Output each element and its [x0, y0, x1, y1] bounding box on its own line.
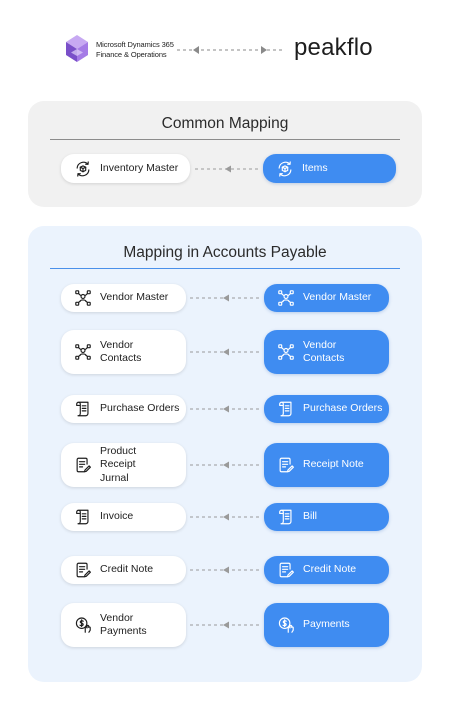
- erp-entity-vendor-payments: Vendor Payments: [61, 603, 186, 647]
- erp-name-line2: Finance & Operations: [96, 49, 167, 59]
- entity-label: Vendor Contacts: [100, 338, 142, 365]
- mapping-connector: [190, 348, 261, 356]
- mapping-connector: [190, 294, 261, 302]
- erp-entity-inventory-master: Inventory Master: [61, 154, 190, 183]
- peakflo-entity-credit-note: Credit Note: [264, 556, 389, 584]
- mapping-connector: [190, 566, 261, 574]
- mapping-connector: [190, 513, 261, 521]
- entity-label: Inventory Master: [100, 161, 179, 174]
- peakflo-logo: peakflo: [294, 34, 373, 61]
- entity-label: Purchase Orders: [303, 402, 383, 415]
- peakflo-entity-purchase-orders: Purchase Orders: [264, 395, 389, 423]
- entity-label: Product Receipt Jurnal: [100, 444, 137, 484]
- entity-label: Payments: [303, 618, 350, 631]
- entity-label: Receipt Note: [303, 458, 364, 471]
- entity-label: Bill: [303, 510, 318, 523]
- entity-label: Vendor Contacts: [303, 338, 345, 365]
- mapping-connector: [190, 461, 261, 469]
- erp-entity-vendor-master: Vendor Master: [61, 284, 186, 312]
- mapping-connector: [195, 165, 260, 172]
- entity-label: Purchase Orders: [100, 402, 180, 415]
- entity-label: Credit Note: [100, 563, 154, 576]
- mapping-connector: [190, 621, 261, 629]
- vendor-network-icon: [74, 289, 92, 307]
- scroll-document-icon: [277, 508, 295, 526]
- cube-sync-icon: [74, 160, 92, 178]
- document-edit-icon: [74, 456, 92, 474]
- accounts-payable-divider: [50, 268, 400, 269]
- entity-label: Vendor Master: [303, 291, 372, 304]
- cube-sync-icon: [276, 160, 294, 178]
- document-edit-icon: [277, 561, 295, 579]
- peakflo-entity-items: Items: [263, 154, 396, 183]
- vendor-network-icon: [277, 343, 295, 361]
- peakflo-entity-vendor-contacts: Vendor Contacts: [264, 330, 389, 374]
- scroll-document-icon: [277, 400, 295, 418]
- entity-label: Vendor Master: [100, 291, 169, 304]
- scroll-document-icon: [74, 400, 92, 418]
- peakflo-entity-payments: Payments: [264, 603, 389, 647]
- scroll-document-icon: [74, 508, 92, 526]
- erp-entity-vendor-contacts: Vendor Contacts: [61, 330, 186, 374]
- entity-label: Items: [302, 161, 328, 174]
- vendor-network-icon: [277, 289, 295, 307]
- erp-entity-product-receipt-jurnal: Product Receipt Jurnal: [61, 443, 186, 487]
- erp-entity-invoice: Invoice: [61, 503, 186, 531]
- erp-name-line1: Microsoft Dynamics 365: [96, 40, 174, 49]
- entity-label: Invoice: [100, 510, 134, 523]
- entity-label: Credit Note: [303, 563, 357, 576]
- peakflo-entity-bill: Bill: [264, 503, 389, 531]
- peakflo-entity-receipt-note: Receipt Note: [264, 443, 389, 487]
- payment-hand-icon: [74, 616, 92, 634]
- vendor-network-icon: [74, 343, 92, 361]
- erp-entity-credit-note: Credit Note: [61, 556, 186, 584]
- payment-hand-icon: [277, 616, 295, 634]
- entity-label: Vendor Payments: [100, 611, 147, 638]
- erp-entity-purchase-orders: Purchase Orders: [61, 395, 186, 423]
- common-mapping-divider: [50, 139, 400, 140]
- common-mapping-title: Common Mapping: [161, 115, 289, 132]
- document-edit-icon: [74, 561, 92, 579]
- erp-name: Microsoft Dynamics 365 Finance & Operati…: [96, 40, 174, 59]
- mapping-connector: [190, 405, 261, 413]
- dynamics-365-logo: [66, 35, 88, 62]
- peakflo-entity-vendor-master: Vendor Master: [264, 284, 389, 312]
- document-edit-icon: [277, 456, 295, 474]
- accounts-payable-title: Mapping in Accounts Payable: [123, 244, 327, 261]
- header-connector: [177, 46, 285, 54]
